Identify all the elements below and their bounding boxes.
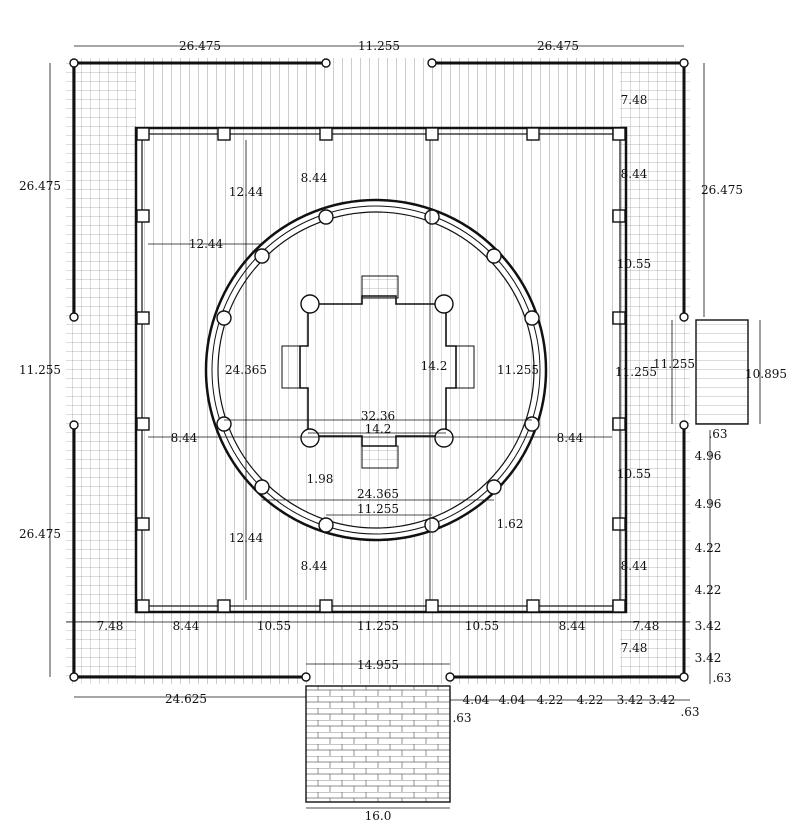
dim-top-left: 26.475 — [179, 39, 221, 53]
dim-br-row-1: 4.04 — [463, 693, 490, 707]
dim-left-upper: 26.475 — [19, 179, 61, 193]
dim-core-h: 14.2 — [365, 422, 392, 436]
bottom-row-dims: 7.48 8.44 10.55 11.255 10.55 8.44 7.48 — [97, 619, 660, 633]
dim-bottom-row-3: 11.255 — [357, 619, 399, 633]
dim-right-wall-mid: 11.255 — [615, 365, 657, 379]
dim-hall-right-lower: 8.44 — [621, 559, 648, 573]
dim-hall-top-offset: 8.44 — [301, 171, 328, 185]
dim-top-center: 11.255 — [358, 39, 400, 53]
dim-corner-ne: 7.48 — [621, 93, 648, 107]
right-stair — [695, 319, 749, 425]
dim-br-row-5: 3.42 — [617, 693, 644, 707]
dim-right-col-6: 3.42 — [695, 651, 722, 665]
dim-outer-span: 32.36 — [361, 409, 395, 423]
dim-right-col-3: 4.22 — [695, 541, 722, 555]
dim-bottom-stair-top: 14.955 — [357, 658, 399, 672]
dim-circle-diameter-v: 24.365 — [225, 363, 267, 377]
dim-right-stair-outer: 10.895 — [745, 367, 787, 381]
dim-core-v: 14.2 — [421, 359, 448, 373]
dimension-labels: 26.475 11.255 26.475 26.475 11.255 26.47… — [19, 39, 787, 823]
dim-br-row-2: 4.04 — [499, 693, 526, 707]
dim-br-row-7: .63 — [680, 705, 699, 719]
dim-bottom-row-2: 10.55 — [257, 619, 291, 633]
dim-bottom-row-4: 10.55 — [465, 619, 499, 633]
inner-core — [281, 275, 475, 469]
dim-ring-thickness: 1.62 — [497, 517, 524, 531]
bottom-right-row-dims: .63 4.04 4.04 4.22 4.22 3.42 3.42 .63 — [452, 693, 699, 725]
dim-corner-se-v: 7.48 — [621, 641, 648, 655]
rotunda — [204, 198, 548, 542]
dim-right-wall-lower: 10.55 — [617, 467, 651, 481]
right-column-dims: .63 4.96 4.96 4.22 4.22 3.42 3.42 .63 — [695, 427, 732, 685]
dim-core-step: 1.98 — [307, 472, 334, 486]
dim-right-col-7: .63 — [712, 671, 731, 685]
dim-br-row-3: 4.22 — [537, 693, 564, 707]
dim-hall-bottom-offset: 8.44 — [301, 559, 328, 573]
dim-right-stair-inner: 11.255 — [653, 357, 695, 371]
dim-right-col-5: 3.42 — [695, 619, 722, 633]
dim-bottom-row-5: 8.44 — [559, 619, 586, 633]
dim-bottom-row-0: 7.48 — [97, 619, 124, 633]
dim-top-right: 26.475 — [537, 39, 579, 53]
dim-circle-inner-v: 11.255 — [497, 363, 539, 377]
dim-right-col-1: 4.96 — [695, 449, 722, 463]
dim-hall-right-offset: 8.44 — [557, 431, 584, 445]
dim-circle-inner-h: 11.255 — [357, 502, 399, 516]
dim-left-middle: 11.255 — [19, 363, 61, 377]
dim-bottom-left: 24.625 — [165, 692, 207, 706]
dim-left-lower: 26.475 — [19, 527, 61, 541]
dim-right-col-4: 4.22 — [695, 583, 722, 597]
dim-hall-right-upper: 8.44 — [621, 167, 648, 181]
dim-right-col-0: .63 — [708, 427, 727, 441]
outer-balustrade — [69, 58, 689, 682]
dimension-lines — [49, 45, 761, 809]
dim-right-col-2: 4.96 — [695, 497, 722, 511]
dim-bottom-row-1: 8.44 — [173, 619, 200, 633]
dim-right-wall-upper: 10.55 — [617, 257, 651, 271]
dim-circle-diameter-h: 24.365 — [357, 487, 399, 501]
dim-br-row-0: .63 — [452, 711, 471, 725]
dim-hall-left-offset: 8.44 — [171, 431, 198, 445]
dim-bottom-stair: 16.0 — [365, 809, 392, 823]
dim-ring-left-mid: 12.44 — [189, 237, 224, 251]
dim-ring-left-top: 12.44 — [229, 185, 264, 199]
bottom-stair — [305, 685, 451, 803]
dim-br-row-6: 3.42 — [649, 693, 676, 707]
dim-bottom-row-6: 7.48 — [633, 619, 660, 633]
dim-ring-left-bottom: 12.44 — [229, 531, 264, 545]
dim-br-row-4: 4.22 — [577, 693, 604, 707]
dim-right-upper: 26.475 — [701, 183, 743, 197]
